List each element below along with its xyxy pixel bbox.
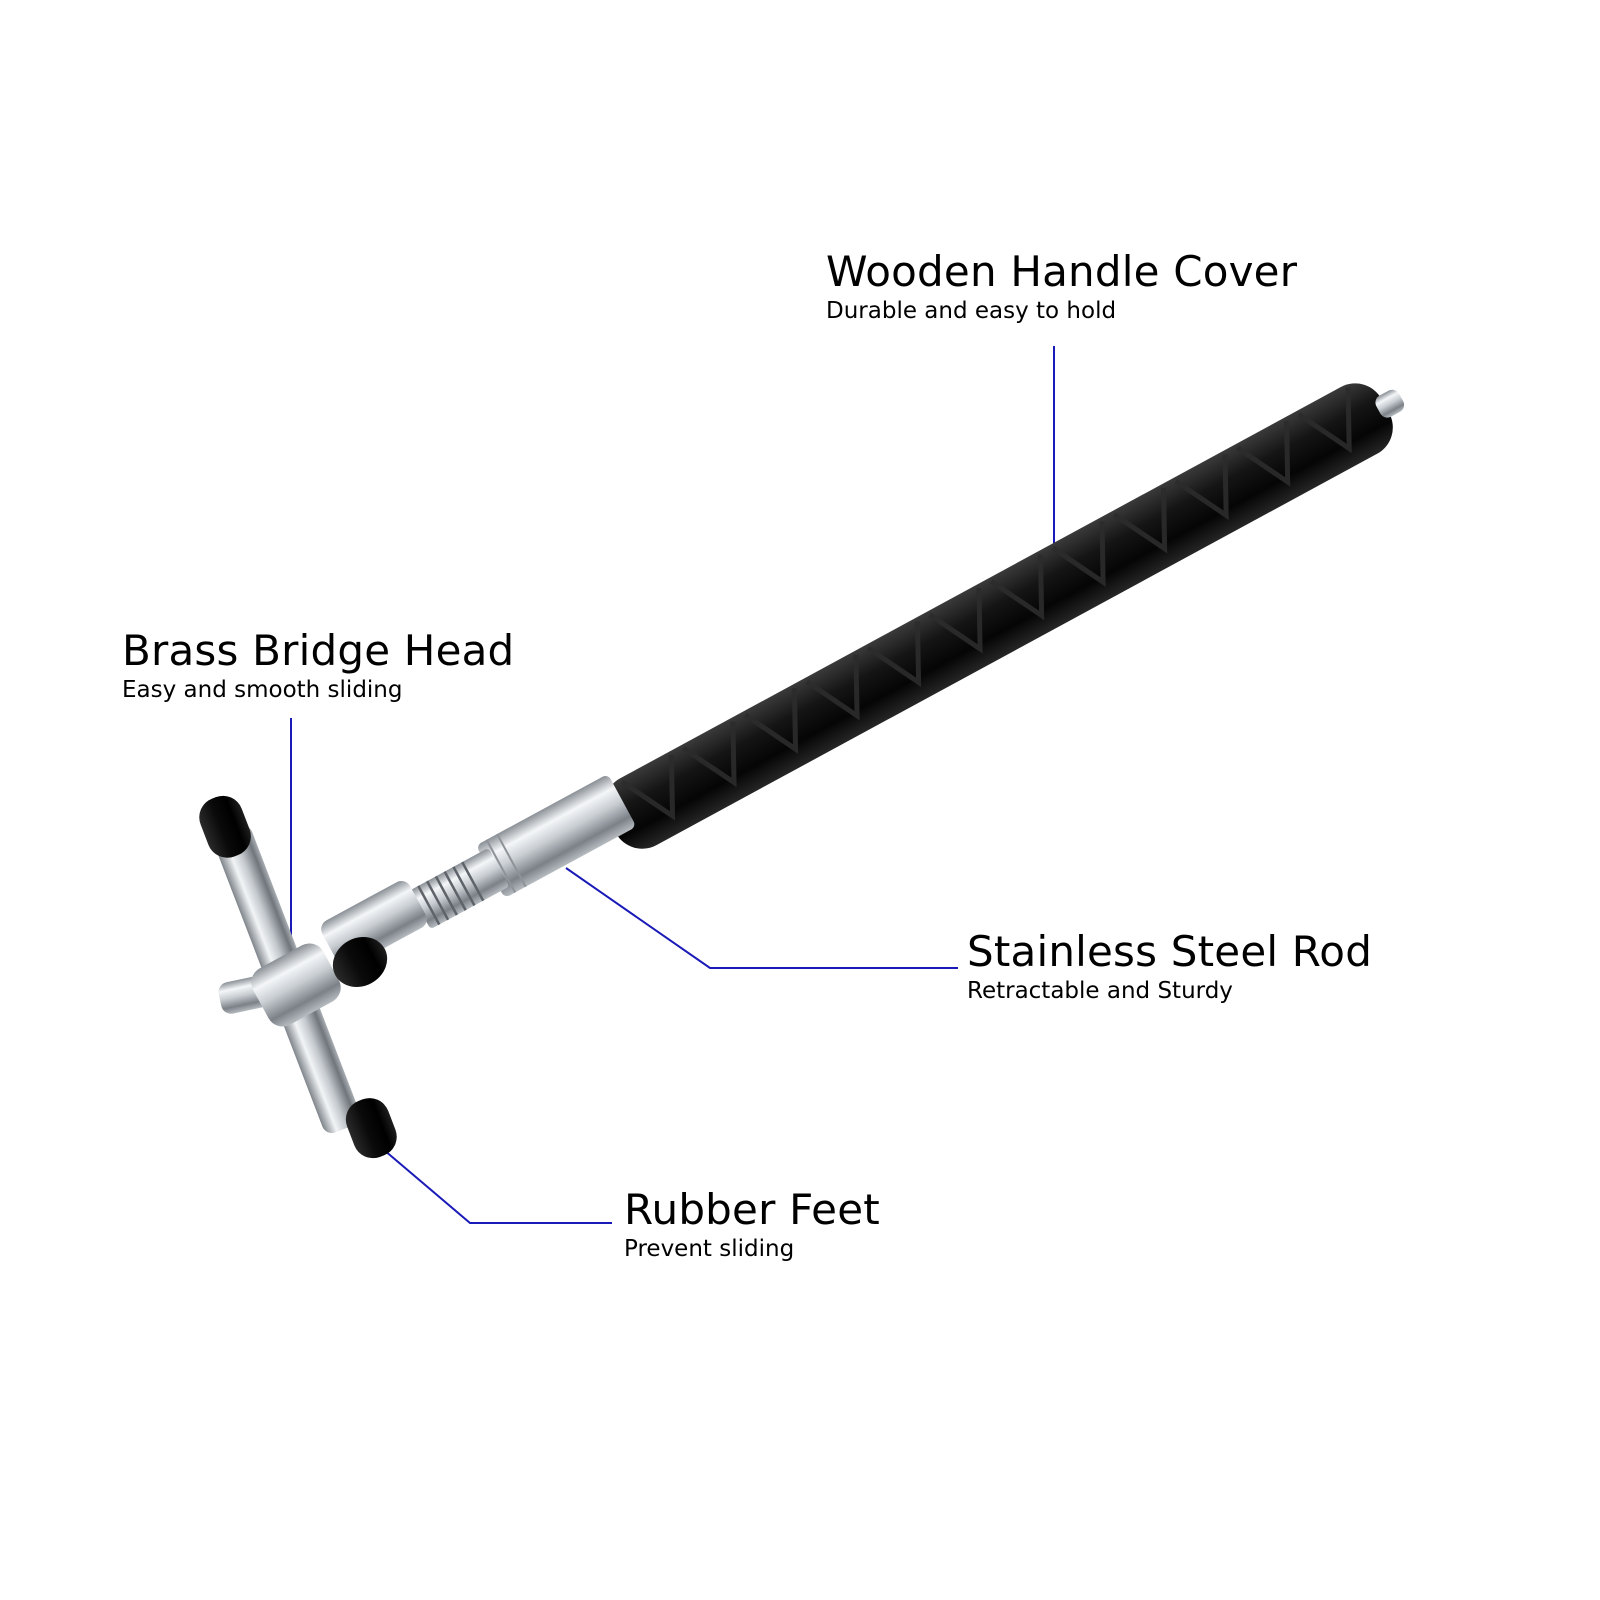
grip-pattern: [620, 387, 1352, 821]
callout-handle: Wooden Handle Cover Durable and easy to …: [826, 248, 1297, 326]
rod-inner: [410, 849, 509, 928]
bridge-stick: [199, 383, 1405, 1159]
callout-head-subtitle: Easy and smooth sliding: [122, 677, 403, 703]
rod-outer-sleeve: [478, 776, 635, 897]
callout-head-title: Brass Bridge Head: [122, 626, 515, 675]
callout-rod: Stainless Steel Rod Retractable and Stur…: [967, 928, 1372, 1006]
callout-rod-subtitle: Retractable and Sturdy: [967, 978, 1233, 1004]
callout-rod-title: Stainless Steel Rod: [967, 927, 1373, 976]
callout-feet: Rubber Feet Prevent sliding: [624, 1186, 880, 1264]
callout-feet-title: Rubber Feet: [624, 1185, 880, 1234]
leader-line-rod: [565, 867, 958, 969]
rod-threads: [417, 861, 485, 926]
steel-rod: [410, 776, 635, 928]
callout-feet-subtitle: Prevent sliding: [624, 1236, 795, 1262]
rubber-foot-top: [199, 795, 251, 858]
callout-handle-subtitle: Durable and easy to hold: [826, 298, 1117, 324]
cross-joint: [251, 943, 341, 1027]
rubber-foot-bottom: [345, 1098, 397, 1159]
grip-handle: [604, 383, 1405, 849]
callout-handle-title: Wooden Handle Cover: [826, 247, 1298, 296]
callout-head: Brass Bridge Head Easy and smooth slidin…: [122, 627, 514, 705]
rubber-foot-middle: [332, 937, 388, 987]
cross-head: [214, 825, 361, 1133]
end-cap: [1375, 389, 1405, 418]
grip-body: [604, 383, 1393, 849]
rubber-feet: [199, 795, 397, 1159]
leader-line-feet: [383, 1149, 612, 1224]
